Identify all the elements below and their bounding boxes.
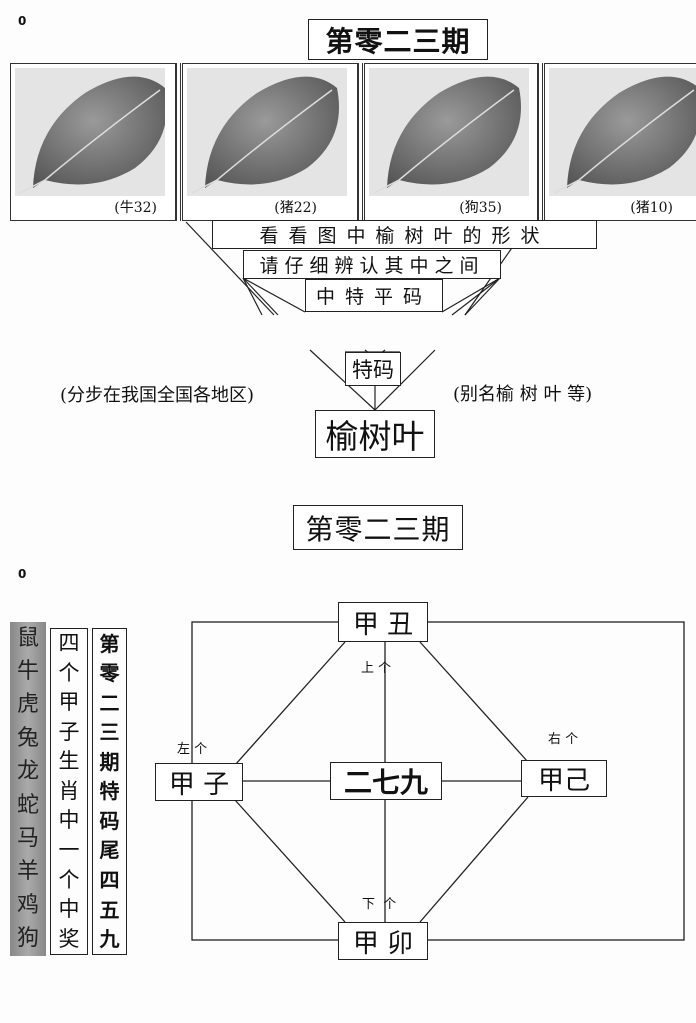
column-three-char: 特 (99, 779, 120, 804)
column-two-char: 肖 (58, 778, 80, 803)
label-up: 上 个 (361, 661, 392, 676)
zodiac-char: 兔 (16, 725, 39, 751)
tail-numbers-column: 第零二三期特码尾四五九 (92, 628, 127, 955)
zodiac-char: 鼠 (16, 625, 39, 651)
zodiac-char: 蛇 (16, 792, 39, 818)
divider (538, 63, 543, 221)
hint-line-1: 看看图中榆树叶的形状 (212, 220, 597, 249)
node-top: 甲 丑 (338, 602, 428, 642)
column-three-char: 五 (99, 897, 120, 922)
zodiac-column: 鼠牛虎兔龙蛇马羊鸡狗 (10, 622, 46, 956)
page-mark: 0 (18, 567, 27, 581)
leaf-label: (猪22) (274, 200, 317, 216)
leaf-panel: (牛32) (10, 63, 176, 221)
leaf-panel: (猪10) (544, 63, 696, 221)
leaf-panel: (狗35) (364, 63, 538, 221)
column-three-char: 二 (99, 690, 120, 715)
leaf-label: (猪10) (630, 200, 673, 216)
column-two-char: 甲 (58, 690, 80, 715)
page-mark: 0 (18, 14, 27, 28)
column-two-char: 生 (58, 749, 80, 774)
divider (358, 63, 363, 221)
column-two-char: 奖 (58, 926, 80, 951)
four-jiazi-column: 四个甲子生肖中一个中奖 (50, 628, 88, 955)
node-left: 甲 子 (155, 763, 243, 801)
zodiac-char: 虎 (16, 692, 39, 718)
column-two-char: 一 (58, 837, 80, 862)
special-code-box: 特码 (345, 352, 401, 386)
node-bottom: 甲 卯 (338, 922, 428, 960)
label-right: 右 个 (548, 732, 579, 747)
column-three-char: 尾 (99, 838, 120, 863)
column-three-char: 期 (99, 749, 120, 774)
label-left: 左 个 (177, 742, 208, 757)
column-two-char: 中 (58, 897, 80, 922)
leaf-panel: (猪22) (182, 63, 358, 221)
hint-line-2: 请仔细辨认其中之间 (243, 250, 501, 279)
column-two-char: 个 (58, 867, 80, 892)
column-three-char: 九 (99, 927, 120, 952)
label-down: 下 个 (362, 897, 397, 912)
zodiac-char: 鸡 (16, 892, 39, 918)
column-three-char: 零 (99, 661, 120, 686)
column-three-char: 第 (99, 631, 120, 656)
column-two-char: 中 (58, 808, 80, 833)
zodiac-char: 羊 (16, 859, 39, 885)
column-three-char: 码 (99, 808, 120, 833)
left-note: (分步在我国全国各地区) (60, 385, 255, 406)
column-three-char: 三 (99, 720, 120, 745)
right-note: (别名榆 树 叶 等) (453, 384, 593, 405)
node-right: 甲己 (521, 760, 607, 797)
issue-title: 第零二三期 (308, 19, 488, 60)
column-two-char: 子 (58, 719, 80, 744)
column-two-char: 四 (58, 631, 80, 656)
answer-box: 榆树叶 (315, 410, 435, 458)
leaf-label: (牛32) (114, 200, 157, 216)
zodiac-char: 龙 (16, 759, 39, 785)
leaf-label: (狗35) (459, 200, 502, 216)
zodiac-char: 马 (16, 826, 39, 852)
hint-line-3: 中特平码 (305, 279, 443, 312)
zodiac-char: 狗 (16, 926, 39, 952)
column-two-char: 个 (58, 660, 80, 685)
column-three-char: 四 (99, 868, 120, 893)
divider (176, 63, 181, 221)
issue-title-2: 第零二三期 (293, 505, 463, 550)
zodiac-char: 牛 (16, 659, 39, 685)
node-center: 二七九 (330, 762, 442, 800)
